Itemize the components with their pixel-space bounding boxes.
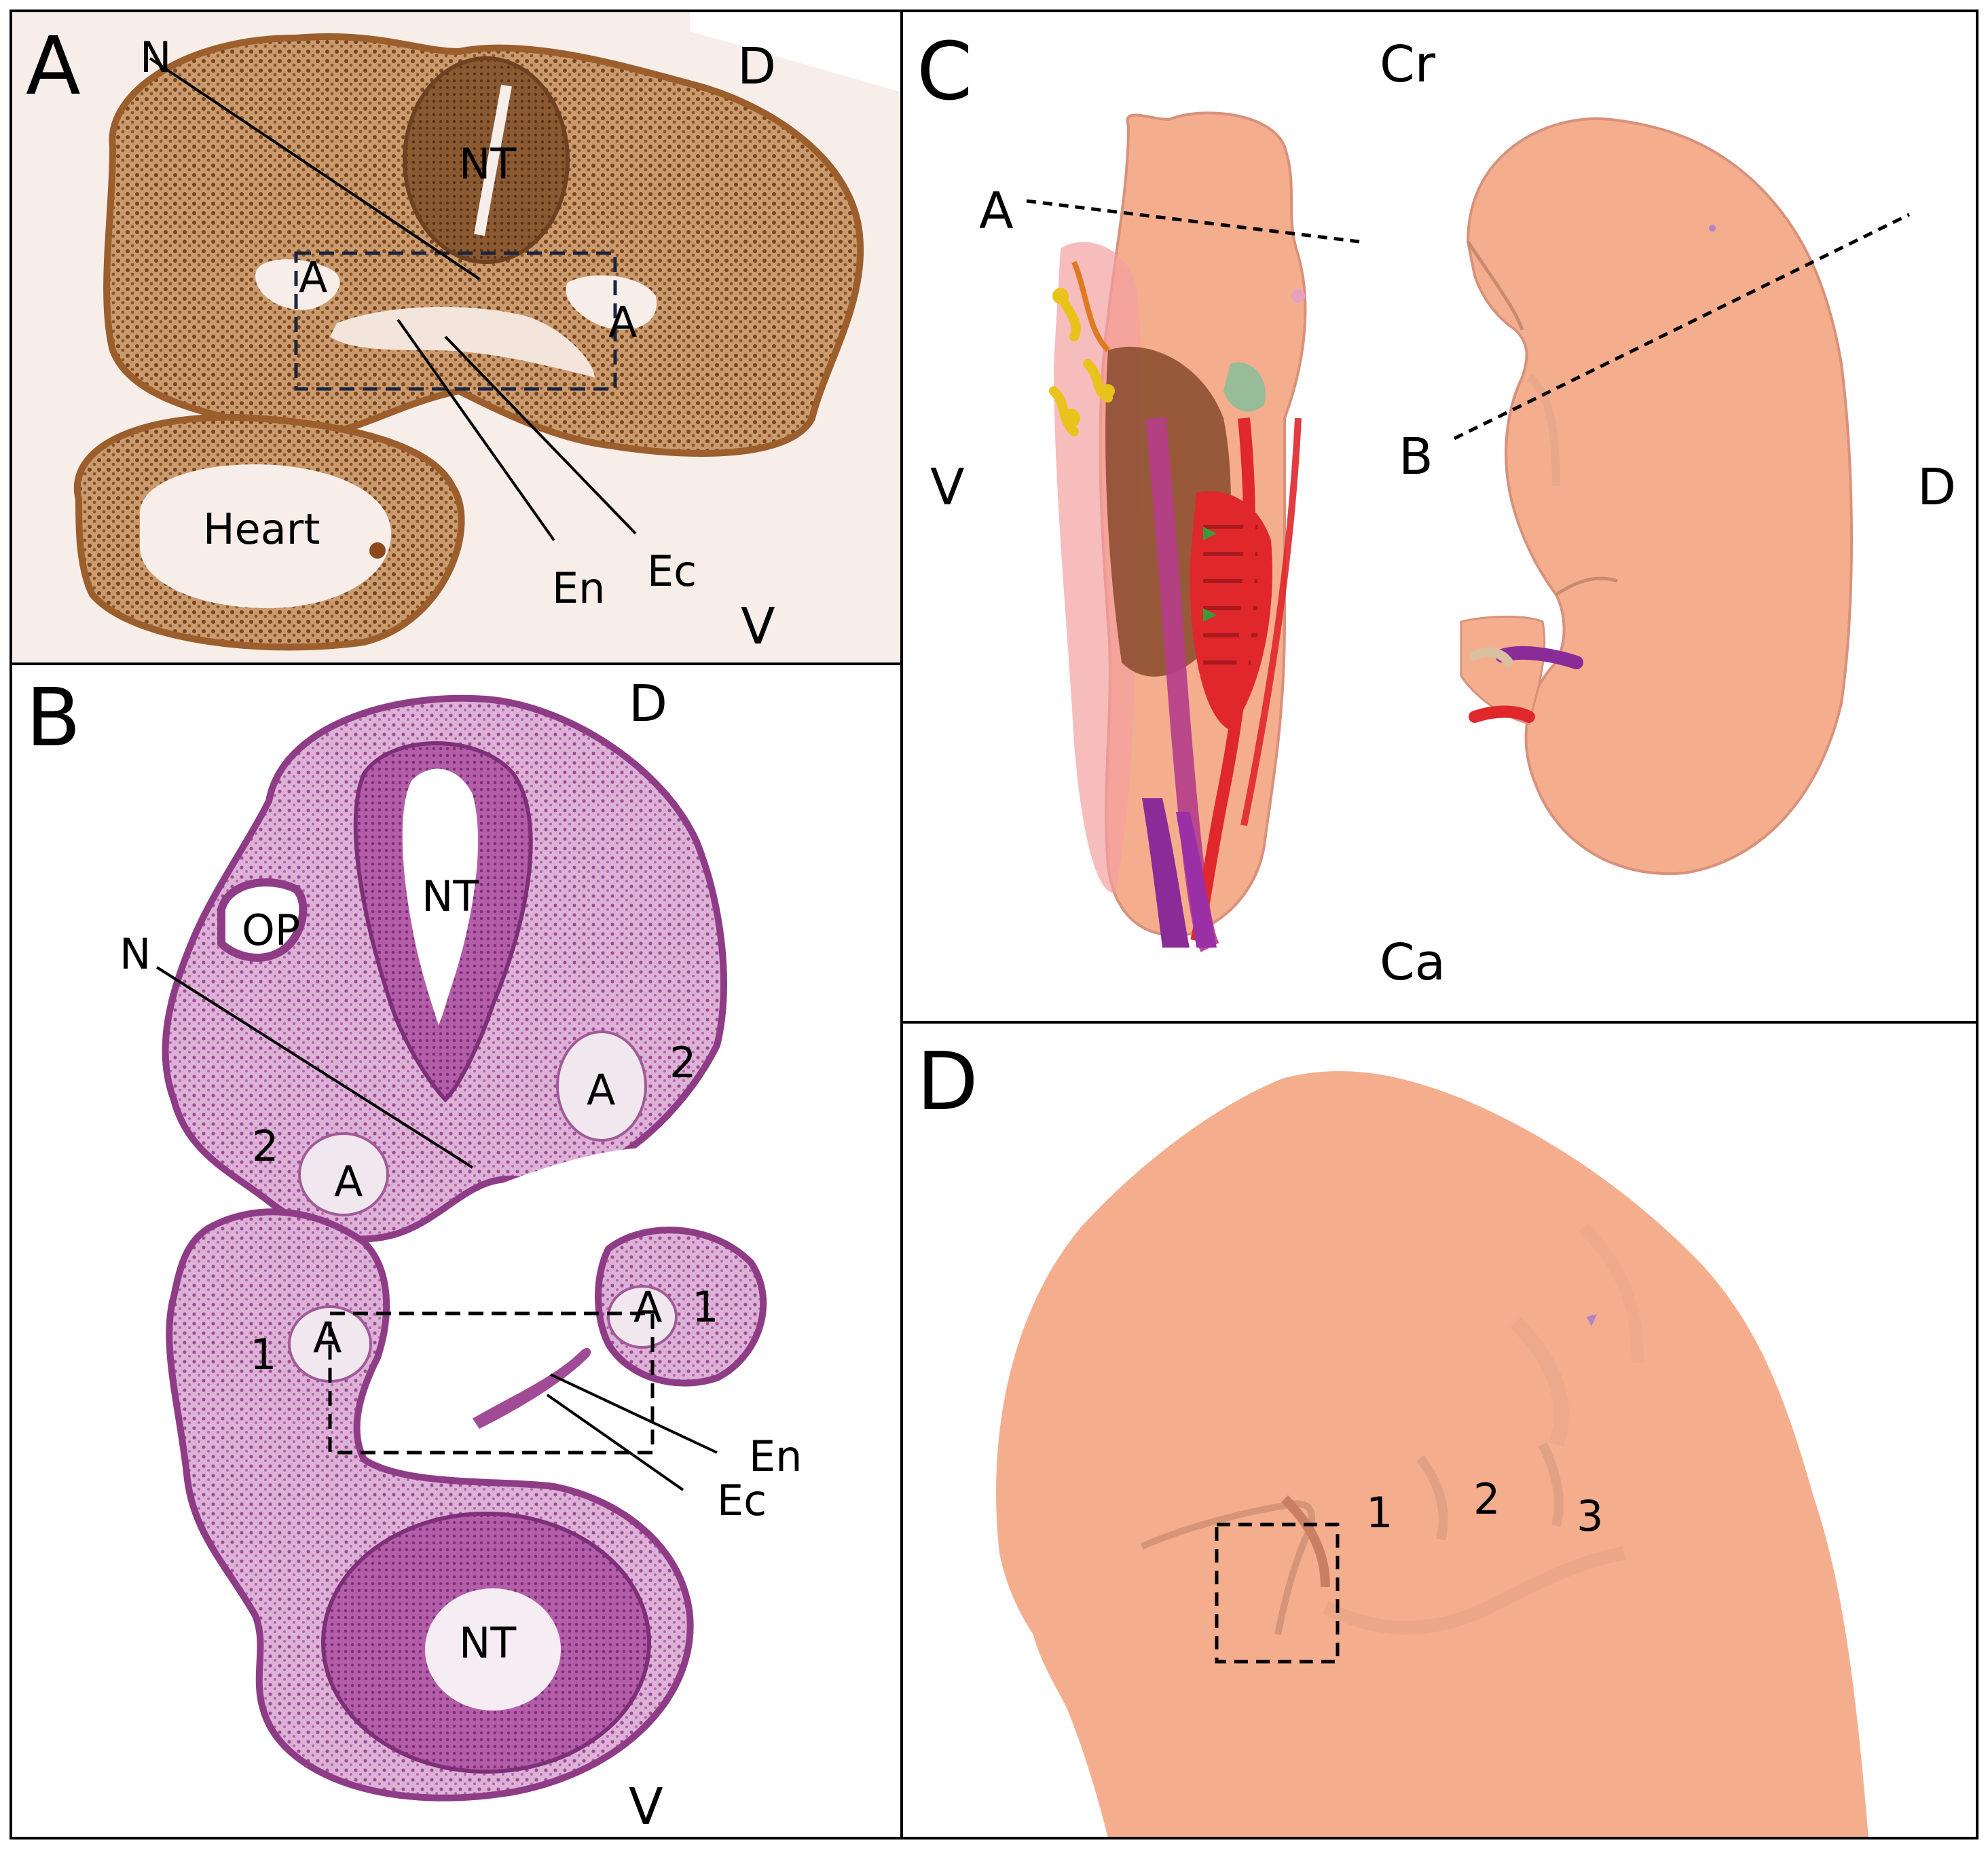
label-artery-lower-left-b: A	[313, 1313, 342, 1362]
leader-notochord-a	[149, 57, 481, 280]
label-arch2-d: 2	[1473, 1474, 1501, 1524]
label-arch3-d: 3	[1577, 1491, 1604, 1541]
label-arch1-left-b: 1	[250, 1330, 277, 1379]
label-arch2-right-b: 2	[669, 1038, 697, 1087]
panel-b-dorsal-label: D	[629, 675, 667, 733]
panel-c-illustration	[1026, 111, 1911, 952]
embryo-model-lateral	[1466, 117, 1853, 876]
panel-c-letter: C	[917, 24, 973, 118]
label-arch1-right-b: 1	[692, 1282, 719, 1332]
section-plane-a	[1026, 199, 1360, 244]
neural-tube-lumen-a	[474, 84, 512, 236]
panel-c-caudal-label: Ca	[1380, 933, 1446, 992]
label-arch2-left-b: 2	[252, 1121, 279, 1171]
leader-ectoderm-b	[546, 1394, 684, 1491]
pharynx-a	[330, 307, 595, 377]
panel-c-cranial-label: Cr	[1380, 35, 1436, 94]
neural-tube-a	[403, 56, 570, 264]
slide-edge	[690, 11, 902, 92]
blood-cell	[369, 542, 386, 559]
leader-endoderm-a	[397, 318, 555, 542]
region-box-d	[1215, 1523, 1340, 1664]
pharynx-b	[364, 1147, 695, 1425]
neural-tube-top-lumen-b	[402, 768, 479, 1025]
neural-tube-bottom-lumen-b	[425, 1588, 561, 1711]
panel-d: D 1 2 3	[904, 1024, 1977, 1838]
panel-c-dorsal-label: D	[1917, 458, 1956, 517]
panel-b-illustration	[155, 694, 767, 1801]
label-ectoderm-b: Ec	[717, 1476, 767, 1525]
panel-a-illustration	[74, 11, 902, 651]
panel-a-letter: A	[26, 19, 81, 113]
region-box-a	[294, 251, 617, 391]
label-neural-tube-top-b: NT	[422, 872, 479, 921]
panel-c: C Cr Ca V D A B	[904, 11, 1977, 1021]
otic-pit-b	[217, 878, 308, 962]
label-otic-pit-b: OP	[242, 905, 301, 955]
embryo-model-ventral	[1049, 111, 1307, 952]
label-artery-upper-left-b: A	[334, 1157, 363, 1206]
label-neural-tube-bottom-b: NT	[459, 1618, 517, 1668]
leader-ectoderm-a	[444, 335, 637, 535]
section-plane-b	[1453, 212, 1911, 441]
vein-region	[1142, 798, 1190, 948]
germ-layer-strip-b	[473, 1347, 591, 1429]
label-heart: Heart	[203, 504, 320, 554]
panel-b: B D V NT OP N A 2 2 A A 1 A 1 En Ec NT	[11, 665, 902, 1838]
panel-a: A D V N NT A A Heart En Ec	[11, 11, 902, 662]
panel-d-illustration	[996, 1071, 1869, 1838]
leader-endoderm-b	[550, 1373, 718, 1454]
label-artery-left-a: A	[299, 253, 328, 302]
label-notochord-a: N	[140, 33, 172, 82]
label-section-plane-b: B	[1399, 428, 1433, 486]
label-section-plane-a: A	[979, 182, 1014, 240]
label-ectoderm-a: Ec	[647, 546, 697, 596]
label-artery-right-a: A	[608, 297, 638, 347]
label-notochord-b: N	[119, 929, 151, 979]
label-artery-upper-right-b: A	[587, 1065, 616, 1115]
panel-a-dorsal-label: D	[737, 37, 776, 96]
artery-lower-right-b	[607, 1285, 678, 1349]
panel-b-ventral-label: V	[629, 1778, 663, 1836]
artery-cavity-right-a	[566, 275, 657, 330]
embryo-closeup-surface	[996, 1071, 1869, 1838]
label-neural-tube-a: NT	[459, 139, 517, 189]
label-endoderm-b: En	[749, 1432, 803, 1481]
panel-d-letter: D	[917, 1034, 978, 1128]
panel-c-ventral-label: V	[930, 458, 965, 517]
artery-upper-left-b	[298, 1132, 389, 1216]
panel-a-ventral-label: V	[741, 597, 775, 656]
panel-b-letter: B	[26, 671, 81, 764]
artery-upper-right-b	[556, 1030, 647, 1142]
label-endoderm-a: En	[552, 563, 606, 613]
label-artery-lower-right-b: A	[633, 1282, 663, 1332]
heart-lumen	[140, 464, 391, 608]
leader-notochord-b	[155, 966, 474, 1169]
label-arch1-d: 1	[1366, 1488, 1393, 1537]
